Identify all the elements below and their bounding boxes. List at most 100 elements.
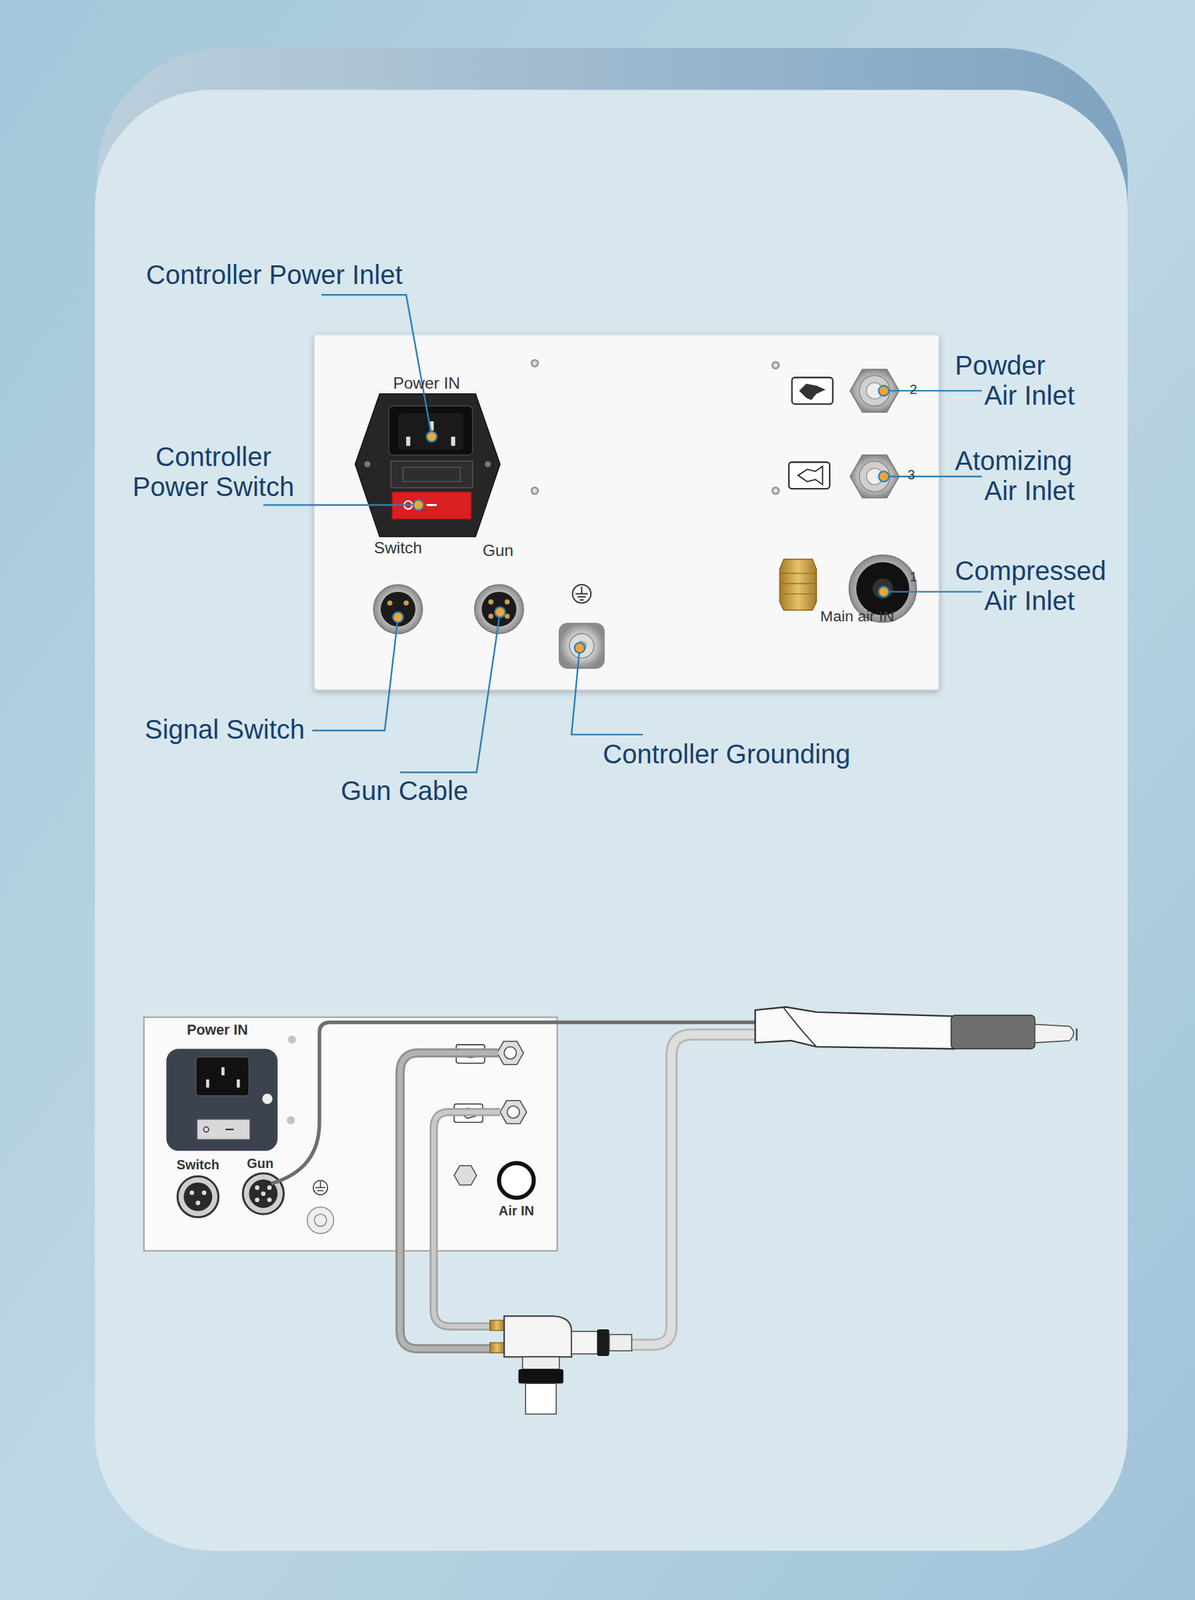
air-hose [433,1112,500,1327]
ground-symbol [313,1180,328,1195]
gun-connector [260,1191,266,1197]
ground-symbol [580,586,583,595]
panel-screw [286,1116,295,1125]
air-fitting [454,1165,477,1185]
gun-connector [504,599,511,605]
brass-muffler [779,583,817,585]
callout-dot [392,385,889,653]
main-air-fitting [856,562,910,616]
brass-muffler [779,572,817,575]
air-fitting [859,461,891,493]
spray-gun [754,1007,954,1050]
air-hose [400,1052,501,1350]
leader-line [571,648,643,735]
callout-label: Compressed Air Inlet [954,556,1111,617]
ground-symbol [320,1181,322,1188]
brass-muffler [779,593,817,595]
air-hose [400,1052,501,1350]
callout-dot [878,586,889,597]
main-air-fitting [872,578,893,600]
air-fitting [504,1046,517,1059]
powder-pump [609,1335,633,1352]
panel-marking: 1 [909,570,917,585]
panel-screw [288,1035,297,1044]
powder-pump [490,1320,505,1331]
panel-marking: Main air IN [820,608,895,625]
power-inlet-module [196,1056,250,1096]
callout-label: Gun Cable [340,776,608,807]
powder-pump [504,1316,572,1358]
gun-cable [271,1022,757,1184]
powder-pump [522,1357,560,1370]
callout-dot [574,642,585,653]
powder-pump [596,1329,609,1357]
powder-pump [490,1316,633,1415]
callout-label: Controller Power Switch [126,442,301,503]
air-fitting [496,1041,524,1065]
panel-marking: Power IN [186,1023,249,1038]
ground-symbol [577,596,586,598]
ground-terminal [559,623,605,669]
power-inlet-module [206,1079,210,1088]
power-switch [426,504,437,507]
power-inlet-module [398,413,464,451]
controller-panel [314,334,939,691]
callout-dot [878,385,889,396]
gun-connector [474,584,524,634]
atomizing-air-icon [798,466,823,485]
illustration [94,48,1128,1552]
power-inlet-module [364,461,371,468]
panel-screw [286,1035,297,1125]
ground-symbol [575,593,588,595]
power-inlet-module [262,1094,273,1105]
powder-hose [630,1034,758,1346]
callout-label: Controller Power Inlet [146,260,493,291]
ground-symbol [317,1190,324,1192]
powder-pump [571,1331,599,1355]
panel-marking: Switch [374,540,423,557]
callout-label: Signal Switch [144,714,412,745]
gun-connector [242,1173,284,1215]
gun-connector [488,599,494,605]
ground-symbol [313,1180,328,1195]
leader-line [321,294,432,437]
ground-symbol [315,1187,326,1189]
spray-gun [754,1007,1077,1050]
gun-connector [254,1185,260,1191]
callout-label: Controller Grounding [602,739,950,770]
panel-marking: Switch [176,1158,220,1173]
powder-pump [518,1369,563,1384]
powder-pump [490,1343,505,1354]
leader-line [883,590,982,593]
panel-marking: Gun [482,542,514,559]
panel-node: Power INSwitchGun231Main air IN [314,334,939,691]
power-inlet-module [390,461,473,489]
ground-terminal [307,1207,335,1234]
brass-muffler [779,559,817,611]
signal-switch-connector [196,1201,201,1206]
air-hose [433,1112,500,1327]
callout-label: Atomizing Air Inlet [954,446,1081,507]
air-hose [400,1052,501,1350]
powder-air-icon [798,383,826,400]
air-fitting [500,1100,527,1125]
powder-hose [630,1034,758,1346]
gun-connector [242,1173,284,1215]
panel-marking: Power IN [392,375,461,392]
powder-pump [525,1383,557,1415]
powder-air-icon [792,377,833,405]
gun-connector [267,1197,273,1203]
signal-switch-connector [183,1182,213,1212]
callout-dot [413,500,424,511]
gun-connector [267,1185,273,1191]
card [94,48,1128,1552]
signal-switch-connector [380,592,416,627]
ground-symbol [572,584,592,604]
power-inlet-module [236,1079,241,1088]
callout-dot [426,431,437,442]
leader-line [263,294,982,773]
ground-terminal [314,1214,327,1227]
power-inlet-module [484,461,491,468]
